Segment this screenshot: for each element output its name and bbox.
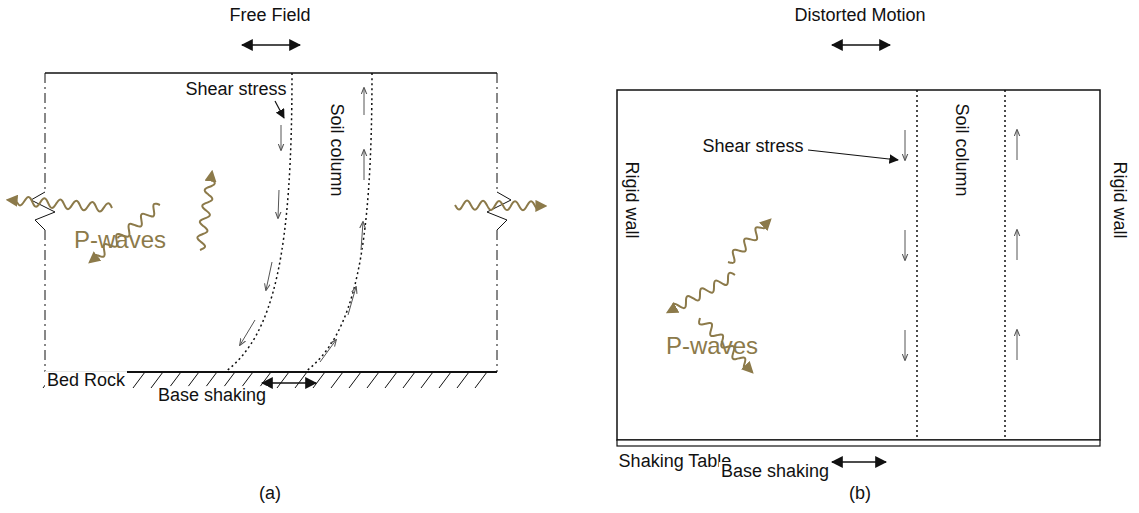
part-label: Shaking Table bbox=[617, 452, 734, 472]
bedrock-hatch bbox=[295, 372, 307, 388]
panel-letter: (b) bbox=[847, 484, 873, 504]
shear-arrow bbox=[278, 190, 279, 218]
shear-arrow bbox=[1017, 330, 1018, 360]
bedrock-hatch bbox=[421, 372, 433, 388]
bedrock-hatch bbox=[133, 372, 145, 388]
shear-arrow bbox=[1017, 130, 1018, 160]
p-wave-arrow bbox=[455, 201, 545, 211]
shear-arrow bbox=[905, 130, 906, 160]
shear-arrow bbox=[361, 222, 363, 250]
bedrock-hatch bbox=[457, 372, 469, 388]
bedrock-hatch bbox=[439, 372, 451, 388]
shear-arrow bbox=[240, 320, 255, 345]
shaking-table bbox=[617, 440, 1100, 446]
part-label: Rigid wall bbox=[1109, 159, 1129, 240]
motion-label: Base shaking bbox=[156, 386, 268, 406]
motion-label: Base shaking bbox=[719, 462, 831, 482]
shaking-table-panel bbox=[617, 45, 1100, 462]
bedrock-hatch bbox=[349, 372, 361, 388]
wave-label: P-waves bbox=[72, 227, 168, 253]
shear-arrow bbox=[364, 88, 365, 115]
soil-column-edge bbox=[225, 73, 292, 372]
p-wave-arrow bbox=[728, 220, 770, 263]
shear-arrow bbox=[905, 230, 906, 260]
shear-arrow bbox=[905, 330, 906, 360]
free-field-panel bbox=[8, 45, 545, 388]
leader-arrow bbox=[808, 150, 898, 160]
panel-title: Distorted Motion bbox=[792, 6, 927, 26]
region-label: Soil column bbox=[951, 101, 971, 198]
bedrock-hatch bbox=[277, 372, 289, 388]
soil-column-edge bbox=[1004, 90, 1006, 440]
part-label: Bed Rock bbox=[45, 371, 127, 391]
panel-title: Free Field bbox=[227, 6, 312, 26]
region-label: Soil column bbox=[326, 101, 346, 198]
p-wave-arrow bbox=[197, 172, 214, 250]
motion-arrow bbox=[832, 44, 890, 46]
motion-arrow bbox=[262, 382, 316, 384]
domain-boundary bbox=[497, 73, 498, 192]
ground-surface bbox=[45, 72, 497, 74]
bedrock-hatch bbox=[331, 372, 343, 388]
wave-label: P-waves bbox=[664, 333, 760, 359]
shear-arrow bbox=[320, 340, 336, 362]
callout-label: Shear stress bbox=[183, 80, 288, 100]
callout-label: Shear stress bbox=[700, 137, 805, 157]
boundary-break bbox=[31, 192, 55, 230]
bedrock-hatch bbox=[367, 372, 379, 388]
soil-column-edge bbox=[916, 90, 918, 440]
motion-arrow bbox=[832, 461, 886, 463]
shear-arrow bbox=[281, 125, 282, 150]
bedrock-hatch bbox=[385, 372, 397, 388]
shear-arrow bbox=[364, 150, 365, 180]
shear-arrow bbox=[266, 262, 272, 290]
p-wave-arrow bbox=[8, 197, 112, 212]
part-label: Rigid wall bbox=[621, 159, 641, 240]
domain-boundary bbox=[45, 73, 46, 192]
soil-column-edge bbox=[305, 73, 372, 372]
panel-letter: (a) bbox=[257, 484, 283, 504]
bedrock-hatch bbox=[475, 372, 487, 388]
bedrock-hatch bbox=[403, 372, 415, 388]
shear-arrow bbox=[348, 287, 356, 315]
domain-boundary bbox=[45, 230, 46, 372]
domain-boundary bbox=[497, 230, 498, 372]
p-wave-arrow bbox=[668, 273, 735, 312]
shear-arrow bbox=[1017, 230, 1018, 260]
container-box bbox=[617, 90, 1100, 440]
motion-arrow bbox=[242, 44, 300, 46]
leader-arrow bbox=[275, 101, 284, 118]
bedrock-hatch bbox=[313, 372, 325, 388]
